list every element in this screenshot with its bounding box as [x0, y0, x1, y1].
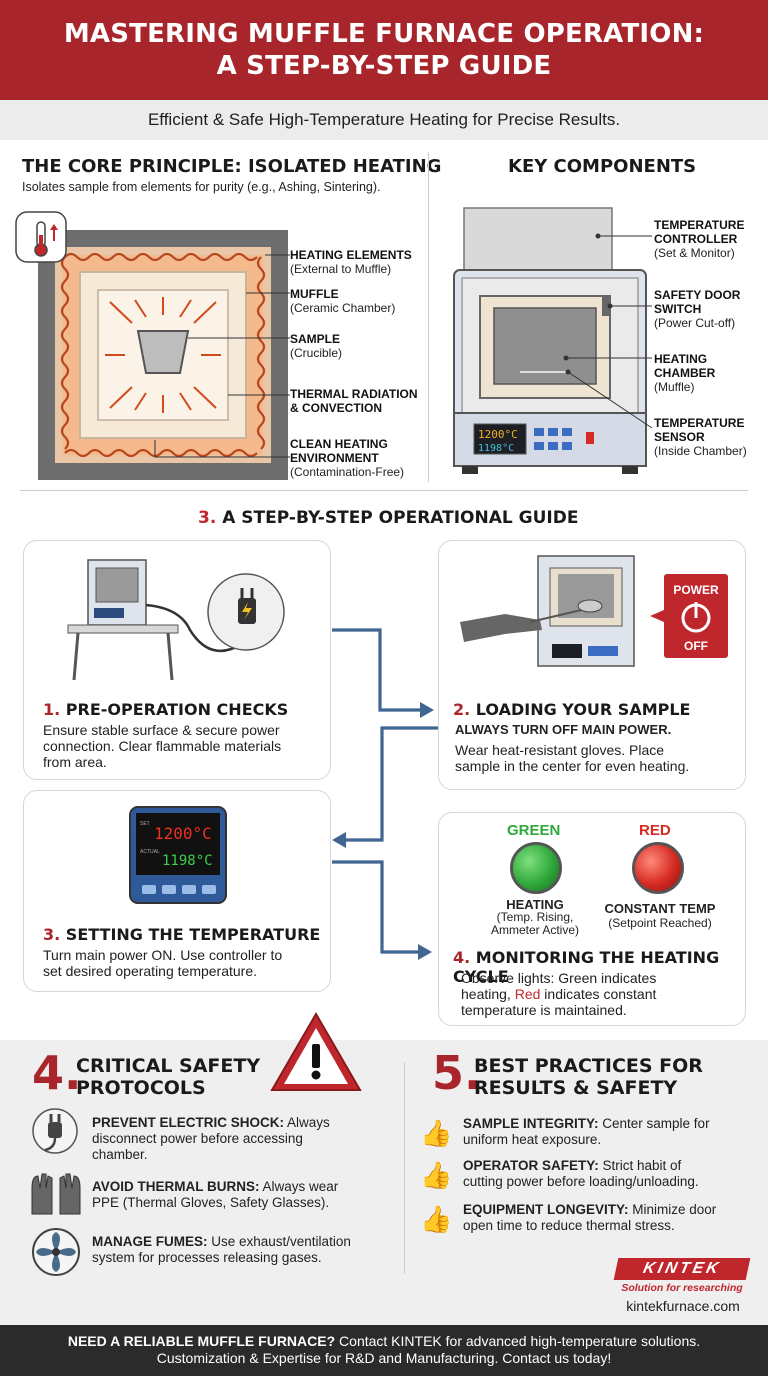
- title-line-2: A STEP-BY-STEP GUIDE: [216, 51, 552, 81]
- svg-text:SET: SET: [140, 821, 150, 827]
- safety-section-number: 4.: [32, 1046, 82, 1100]
- best-practices-number: 5.: [432, 1046, 482, 1100]
- subtitle-bar: Efficient & Safe High-Temperature Heatin…: [0, 100, 768, 140]
- heating-element-coil: [60, 252, 266, 458]
- radiation-arrows: [105, 297, 221, 413]
- header-banner: MASTERING MUFFLE FURNACE OPERATION: A ST…: [0, 0, 768, 100]
- furnace-display-set: 1200°C: [478, 428, 518, 441]
- svg-text:1198°C: 1198°C: [162, 853, 213, 869]
- green-indicator-light: [510, 842, 562, 894]
- gloves-icon: [31, 1173, 81, 1215]
- footer-bar: NEED A RELIABLE MUFFLE FURNACE? Contact …: [0, 1325, 768, 1376]
- step-1-illustration: [67, 559, 285, 681]
- footer-line-2: Customization & Expertise for R&D and Ma…: [156, 1350, 612, 1366]
- leader-lines: [154, 254, 290, 458]
- step-4-title: 4. MONITORING THE HEATING CYCLE: [453, 948, 720, 986]
- page-title: MASTERING MUFFLE FURNACE OPERATION: A ST…: [0, 0, 768, 82]
- horizontal-divider: [20, 490, 748, 491]
- furnace-display-actual: 1198°C: [478, 443, 514, 454]
- crucible: [136, 330, 190, 374]
- svg-text:ACTUAL: ACTUAL: [140, 849, 160, 855]
- warning-icon: [270, 1012, 362, 1091]
- svg-text:1200°C: 1200°C: [154, 824, 212, 843]
- power-label-bottom: OFF: [684, 639, 708, 653]
- plug-icon: [32, 1108, 78, 1154]
- fan-icon: [32, 1228, 80, 1276]
- red-light-label: RED: [639, 822, 671, 839]
- thumbs-up-icon: 👍: [420, 1204, 453, 1234]
- label-thermal-radiation: THERMAL RADIATION& CONVECTION: [290, 387, 418, 415]
- kintek-logo: KINTEK: [613, 1258, 751, 1280]
- thumbs-up-icon: 👍: [420, 1118, 453, 1148]
- core-principle-title: THE CORE PRINCIPLE: ISOLATED HEATING: [22, 156, 442, 177]
- step-2-subtitle: ALWAYS TURN OFF MAIN POWER.: [455, 722, 672, 737]
- muffle-diagram: [15, 211, 290, 480]
- furnace-diagram: 1200°C 1198°C: [453, 207, 653, 474]
- title-line-1: MASTERING MUFFLE FURNACE OPERATION:: [63, 19, 705, 49]
- flow-arrows: [332, 628, 438, 960]
- step-3-controller-illustration: SET 1200°C ACTUAL 1198°C: [129, 806, 227, 904]
- label-sample: SAMPLE(Crucible): [290, 332, 343, 360]
- thermometer-icon: [15, 211, 67, 263]
- power-label-top: POWER: [673, 583, 719, 597]
- red-indicator-light: [632, 842, 684, 894]
- green-light-label: GREEN: [507, 822, 561, 839]
- key-components-title: KEY COMPONENTS: [508, 156, 697, 177]
- footer-line-1: NEED A RELIABLE MUFFLE FURNACE? Contact …: [67, 1333, 701, 1349]
- website-link[interactable]: kintekfurnace.com: [626, 1298, 740, 1314]
- step-2-title: 2. LOADING YOUR SAMPLE: [453, 700, 691, 719]
- step-2-illustration: POWER OFF: [460, 555, 728, 667]
- core-principle-description: Isolates sample from elements for purity…: [22, 180, 381, 194]
- thumbs-up-icon: 👍: [420, 1160, 453, 1190]
- bottom-divider: [404, 1062, 405, 1274]
- kintek-tagline: Solution for researching: [621, 1282, 743, 1294]
- green-light-description: HEATING (Temp. Rising,Ammeter Active): [490, 897, 580, 937]
- guide-title: 3. A STEP-BY-STEP OPERATIONAL GUIDE: [198, 508, 579, 528]
- red-light-description: CONSTANT TEMP (Setpoint Reached): [604, 901, 716, 931]
- step-3-title: 3. SETTING THE TEMPERATURE: [43, 925, 321, 944]
- label-heating-elements: HEATING ELEMENTS(External to Muffle): [290, 248, 412, 276]
- section-divider: [428, 152, 429, 482]
- label-muffle: MUFFLE(Ceramic Chamber): [290, 287, 396, 315]
- step-4-card: [438, 812, 746, 1026]
- step-1-title: 1. PRE-OPERATION CHECKS: [43, 700, 289, 719]
